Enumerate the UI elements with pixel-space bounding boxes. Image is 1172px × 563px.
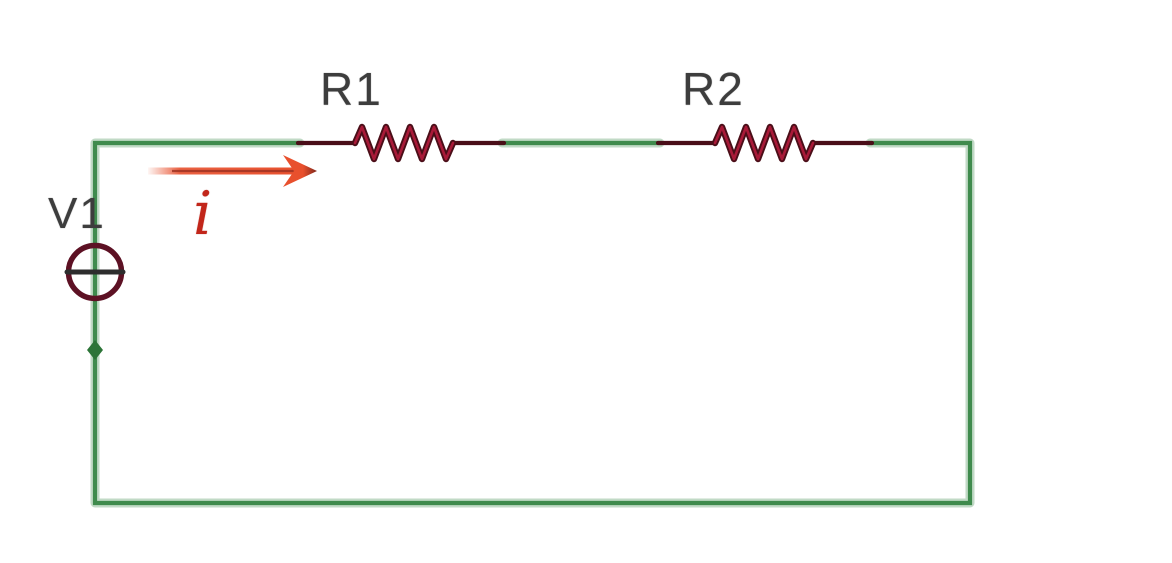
current-arrow-head [283,155,317,187]
wire-loop [92,140,973,506]
resistor1-label: R1 [320,63,383,115]
wire-loop-halo [90,138,975,508]
voltage-source-label: V1 [48,189,106,238]
junction-node [87,340,103,360]
resistor2-label: R2 [682,63,745,115]
resistor-zigzag-highlight [353,125,815,161]
current-label: i [193,179,213,249]
